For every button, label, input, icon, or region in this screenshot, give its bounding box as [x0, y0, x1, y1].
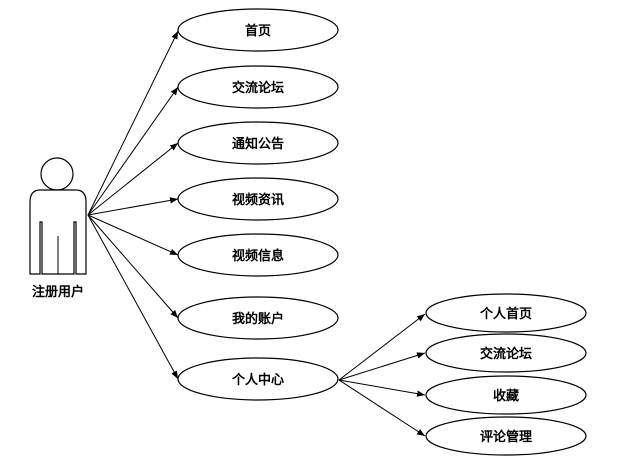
- use-case-ellipse: [425, 375, 587, 415]
- use-case-ellipse: [425, 333, 587, 373]
- actor-body: [29, 189, 87, 275]
- use-case-personal-center: 个人中心: [177, 357, 339, 401]
- edge-my-account: [87, 214, 179, 319]
- edge-personal-center: [87, 214, 179, 380]
- actor-registered-user: 注册用户: [29, 157, 87, 300]
- use-case-sub-forum: 交流论坛: [425, 333, 587, 373]
- use-case-label: 个人中心: [231, 372, 284, 388]
- actor-label: 注册用户: [32, 284, 84, 300]
- actor-edges: [87, 30, 179, 380]
- use-case-forum: 交流论坛: [177, 65, 339, 109]
- use-case-label: 首页: [245, 23, 271, 39]
- edge-notice: [87, 142, 179, 216]
- use-case-ellipse: [177, 296, 339, 340]
- use-case-label: 我的账户: [232, 311, 284, 327]
- use-case-label: 收藏: [493, 388, 519, 404]
- use-case-ellipse: [177, 65, 339, 109]
- use-case-label: 个人首页: [479, 306, 532, 322]
- edge-sub-forum: [338, 352, 426, 381]
- use-case-comment-manage: 评论管理: [425, 416, 587, 456]
- use-case-ellipse: [177, 357, 339, 401]
- use-case-ellipse: [425, 293, 587, 333]
- use-case-personal-home: 个人首页: [425, 293, 587, 333]
- edge-comment-manage: [338, 379, 426, 437]
- use-case-ellipse: [177, 121, 339, 165]
- use-case-favorites: 收藏: [425, 375, 587, 415]
- use-case-label: 交流论坛: [480, 346, 532, 362]
- edge-video-info: [87, 214, 179, 256]
- use-case-ellipse: [177, 233, 339, 277]
- use-case-ellipse: [177, 8, 339, 52]
- edge-personal-home: [338, 313, 426, 381]
- edge-home: [87, 30, 179, 216]
- use-case-label: 交流论坛: [232, 80, 284, 96]
- sub-edges: [338, 313, 426, 437]
- use-case-label: 视频资讯: [232, 192, 284, 208]
- use-case-ellipse: [425, 416, 587, 456]
- use-case-video-info: 视频信息: [177, 233, 339, 277]
- edge-favorites: [338, 379, 426, 397]
- use-case-home: 首页: [177, 8, 339, 52]
- use-case-ellipse: [177, 177, 339, 221]
- use-case-label: 视频信息: [232, 248, 284, 264]
- use-case-my-account: 我的账户: [177, 296, 339, 340]
- use-case-video-news: 视频资讯: [177, 177, 339, 221]
- use-case-label: 通知公告: [232, 136, 284, 152]
- use-case-label: 评论管理: [480, 429, 532, 445]
- use-case-notice: 通知公告: [177, 121, 339, 165]
- edge-video-news: [87, 197, 179, 216]
- edge-forum: [87, 86, 179, 216]
- actor-head: [40, 157, 74, 191]
